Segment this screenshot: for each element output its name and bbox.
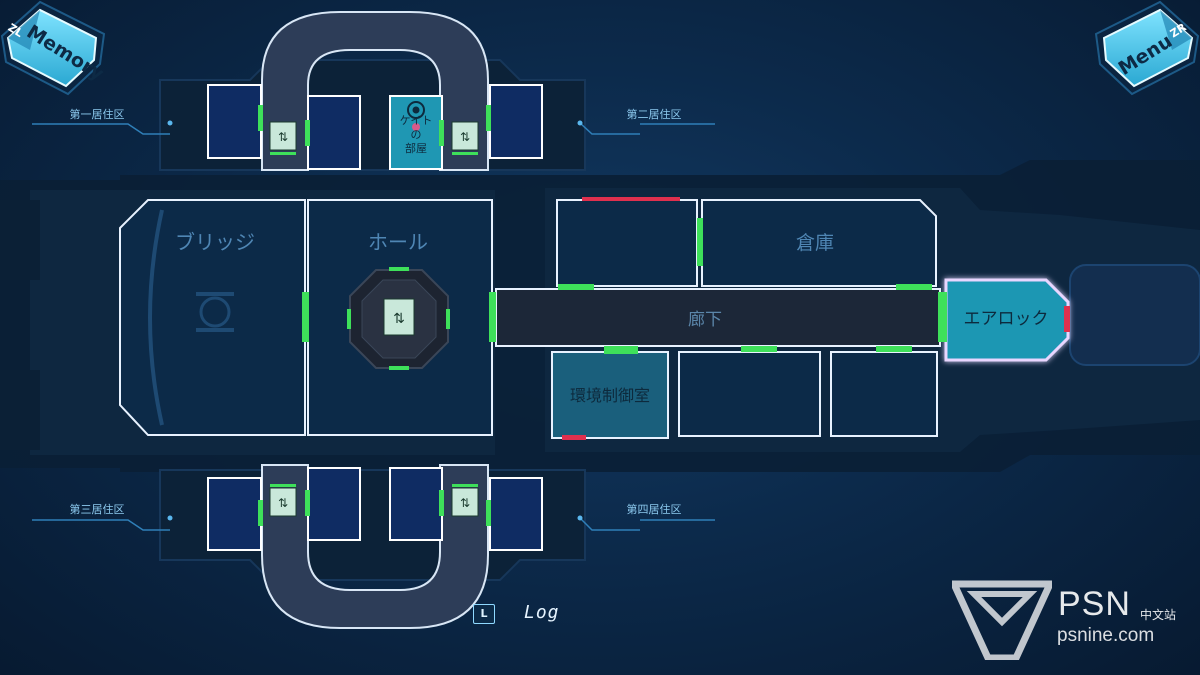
svg-text:⇅: ⇅	[460, 496, 470, 510]
elevator-icon[interactable]: ⇅	[269, 484, 297, 517]
elevator-icon[interactable]: ⇅	[451, 484, 479, 517]
room-label-hall: ホール	[368, 230, 428, 254]
corridor[interactable]	[495, 288, 941, 347]
svg-text:⇅: ⇅	[393, 311, 405, 327]
room-label-kate-1: ケイト	[400, 114, 433, 127]
location-marker-icon	[407, 101, 425, 119]
svg-text:⇅: ⇅	[278, 130, 288, 144]
area-label-residential-1: 第一居住区	[70, 107, 125, 121]
elevator-icon	[383, 298, 415, 336]
storage-room	[701, 199, 937, 287]
log-key-badge[interactable]: L	[473, 604, 495, 624]
character-marker-icon	[412, 123, 420, 131]
bottom-rooms	[207, 467, 543, 551]
airlock-room[interactable]	[944, 278, 1070, 362]
svg-text:⇅: ⇅	[460, 130, 470, 144]
room-label-kate-2: の	[411, 128, 422, 141]
area-label-residential-4: 第四居住区	[627, 502, 682, 516]
area-label-residential-3: 第三居住区	[70, 502, 125, 516]
room-label-environment-control: 環境制御室	[570, 386, 650, 405]
area-label-residential-2: 第二居住区	[627, 107, 682, 121]
room-label-bridge: ブリッジ	[175, 230, 255, 254]
top-residential-arch	[261, 11, 489, 171]
lower-right-rooms	[551, 351, 938, 439]
watermark-sub: 中文站	[1140, 608, 1177, 622]
log-label[interactable]: Log	[524, 602, 560, 623]
bottom-residential-arch	[261, 464, 489, 629]
main-doors	[302, 197, 1070, 440]
room-label-kate-3: 部屋	[405, 141, 427, 155]
memory-button-frame	[0, 0, 106, 96]
psnine-logo-icon	[952, 580, 1052, 660]
wing-doors	[258, 105, 491, 526]
top-rooms	[207, 84, 543, 170]
watermark-title: PSN	[1058, 585, 1131, 623]
svg-text:⇅: ⇅	[278, 496, 288, 510]
elevator-icon[interactable]: ⇅	[451, 121, 479, 155]
bridge-room[interactable]	[119, 199, 306, 436]
memory-button[interactable]: ZL Memory	[0, 0, 112, 96]
environment-control-room	[551, 351, 669, 439]
room-label-corridor: 廊下	[688, 310, 722, 330]
menu-button-frame	[1094, 0, 1200, 96]
room-label-storage: 倉庫	[796, 232, 834, 254]
watermark-url: psnine.com	[1057, 625, 1155, 646]
upper-right-rooms	[556, 199, 937, 287]
area-leader-lines	[32, 120, 715, 531]
room-label-airlock: エアロック	[964, 309, 1049, 329]
menu-button[interactable]: Menu ZR	[1088, 0, 1200, 96]
elevator-icon[interactable]: ⇅	[269, 121, 297, 155]
